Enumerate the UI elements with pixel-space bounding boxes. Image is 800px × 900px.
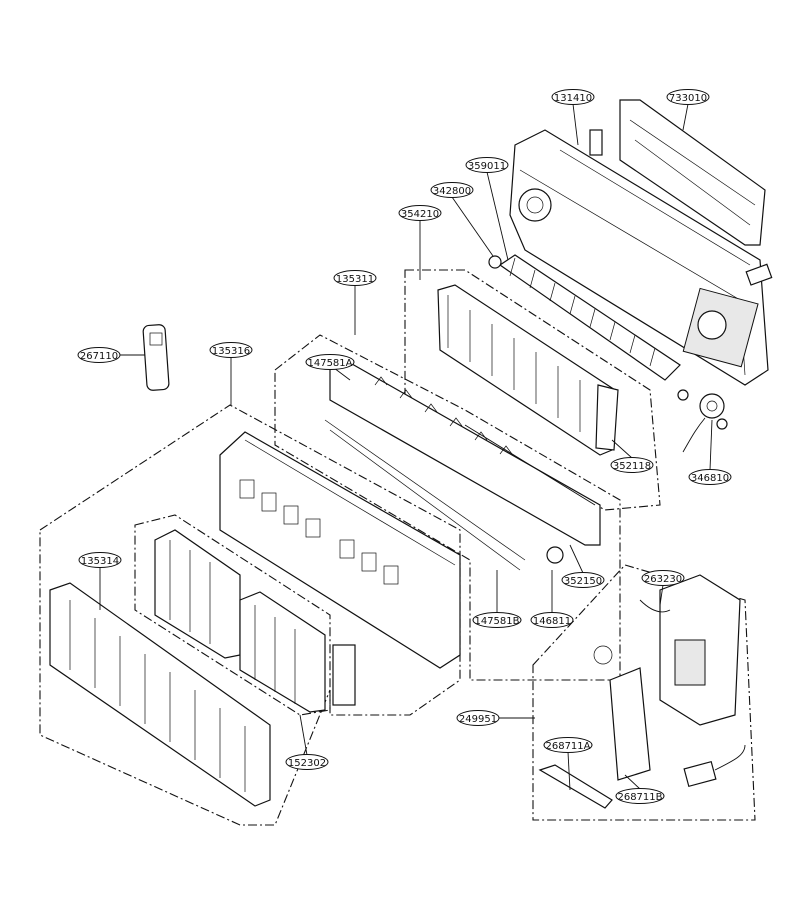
callout-268711A: 268711A bbox=[543, 737, 593, 753]
remote-controller-267110 bbox=[142, 324, 170, 391]
svg-text:268711A: 268711A bbox=[545, 741, 590, 752]
svg-text:146811: 146811 bbox=[533, 616, 571, 627]
callout-268711B: 268711B bbox=[615, 788, 665, 804]
svg-text:342800: 342800 bbox=[433, 186, 471, 197]
svg-text:249951: 249951 bbox=[459, 714, 497, 725]
chassis-131410 bbox=[509, 129, 769, 386]
callout-147581B: 147581B bbox=[472, 612, 522, 628]
svg-text:352150: 352150 bbox=[564, 576, 602, 587]
electrical-box-parts bbox=[538, 574, 746, 809]
svg-text:352118: 352118 bbox=[613, 461, 651, 472]
evaporator-coil bbox=[437, 284, 619, 456]
svg-text:263230: 263230 bbox=[644, 574, 682, 585]
svg-text:267110: 267110 bbox=[80, 351, 118, 362]
callout-249951: 249951 bbox=[456, 710, 500, 726]
callout-352150: 352150 bbox=[561, 572, 605, 588]
callout-135314: 135314 bbox=[78, 552, 122, 568]
front-grille-135316 bbox=[219, 431, 461, 706]
front-panel-135314 bbox=[49, 582, 271, 807]
callout-147581A: 147581A bbox=[305, 354, 355, 370]
svg-text:135311: 135311 bbox=[336, 274, 374, 285]
svg-text:346810: 346810 bbox=[691, 473, 729, 484]
svg-text:147581A: 147581A bbox=[307, 358, 352, 369]
callout-135311: 135311 bbox=[333, 270, 377, 286]
svg-text:147581B: 147581B bbox=[474, 616, 519, 627]
svg-text:131410: 131410 bbox=[554, 93, 592, 104]
fan-motor bbox=[682, 393, 728, 453]
svg-text:733010: 733010 bbox=[669, 93, 707, 104]
svg-text:135316: 135316 bbox=[212, 346, 250, 357]
callout-359011: 359011 bbox=[465, 157, 509, 173]
svg-text:268711B: 268711B bbox=[617, 792, 662, 803]
callout-267110: 267110 bbox=[77, 347, 121, 363]
callout-352118: 352118 bbox=[610, 457, 654, 473]
callout-354210: 354210 bbox=[398, 205, 442, 221]
callout-346810: 346810 bbox=[688, 469, 732, 485]
air-filters-152302 bbox=[154, 529, 326, 713]
callout-152302: 152302 bbox=[285, 754, 329, 770]
callout-263230: 263230 bbox=[641, 570, 685, 586]
svg-text:152302: 152302 bbox=[288, 758, 326, 769]
svg-text:359011: 359011 bbox=[468, 161, 506, 172]
callout-342800: 342800 bbox=[430, 182, 474, 198]
installation-plate-733010 bbox=[589, 99, 773, 286]
callout-146811: 146811 bbox=[530, 612, 574, 628]
callout-135316: 135316 bbox=[209, 342, 253, 358]
svg-text:135314: 135314 bbox=[81, 556, 119, 567]
cross-flow-fan bbox=[488, 254, 689, 401]
svg-text:354210: 354210 bbox=[401, 209, 439, 220]
callout-733010: 733010 bbox=[666, 89, 710, 105]
callout-131410: 131410 bbox=[551, 89, 595, 105]
